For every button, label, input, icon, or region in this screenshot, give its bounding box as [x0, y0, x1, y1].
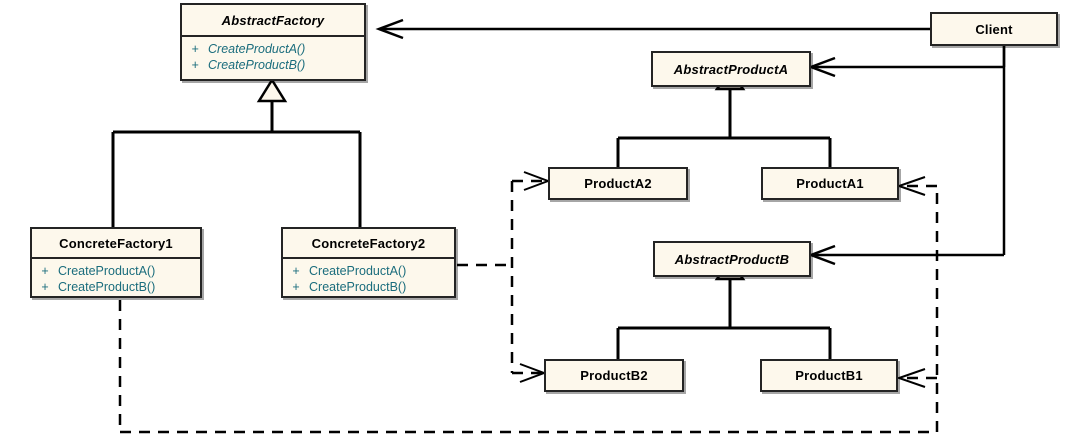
member-signature: CreateProductA(): [309, 264, 407, 278]
member-signature: CreateProductA(): [208, 42, 306, 56]
class-member: + CreateProductA(): [32, 263, 200, 279]
member-signature: CreateProductB(): [208, 58, 306, 72]
member-signature: CreateProductB(): [58, 280, 156, 294]
class-title-product-a1: ProductA1: [796, 176, 864, 191]
association-edge-client-to-abstractfactory: [375, 18, 930, 40]
class-box-product-a2[interactable]: ProductA2: [548, 167, 688, 200]
class-box-client[interactable]: Client: [930, 12, 1058, 46]
member-visibility: +: [41, 280, 49, 294]
class-title-abstract-factory: AbstractFactory: [221, 12, 325, 28]
member-signature: CreateProductA(): [58, 264, 156, 278]
class-box-concrete-factory-2[interactable]: ConcreteFactory2 + CreateProductA() + Cr…: [281, 227, 456, 298]
member-visibility: +: [41, 264, 49, 278]
class-title-concrete-factory-2: ConcreteFactory2: [311, 235, 426, 251]
class-members-abstract-factory: + CreateProductA() + CreateProductB(): [182, 35, 364, 81]
member-signature: CreateProductB(): [309, 280, 407, 294]
class-box-abstract-product-b[interactable]: AbstractProductB: [653, 241, 811, 277]
class-box-product-b2[interactable]: ProductB2: [544, 359, 684, 392]
class-member: + CreateProductA(): [283, 263, 454, 279]
class-members-concrete-factory-2: + CreateProductA() + CreateProductB(): [283, 257, 454, 298]
class-box-abstract-factory[interactable]: AbstractFactory + CreateProductA() + Cre…: [180, 3, 366, 81]
class-title-concrete-factory-1: ConcreteFactory1: [59, 235, 173, 251]
class-title-product-b1: ProductB1: [795, 368, 863, 383]
member-visibility: +: [292, 264, 300, 278]
class-title-abstract-product-b: AbstractProductB: [674, 251, 790, 267]
generalization-arrowhead-abstractfactory: [256, 77, 288, 103]
dependency-edge-concretefactory2-to-products: [457, 171, 551, 383]
class-title-abstract-product-a: AbstractProductA: [673, 61, 789, 77]
association-edge-client-to-abstractproductb: [807, 46, 1006, 266]
class-title-client: Client: [975, 21, 1013, 37]
member-visibility: +: [191, 42, 199, 56]
class-member: + CreateProductB(): [182, 57, 364, 73]
member-visibility: +: [191, 58, 199, 72]
class-member: + CreateProductB(): [283, 279, 454, 295]
class-member: + CreateProductB(): [32, 279, 200, 295]
class-box-abstract-product-a[interactable]: AbstractProductA: [651, 51, 811, 87]
class-box-concrete-factory-1[interactable]: ConcreteFactory1 + CreateProductA() + Cr…: [30, 227, 202, 298]
class-member: + CreateProductA(): [182, 41, 364, 57]
class-members-concrete-factory-1: + CreateProductA() + CreateProductB(): [32, 257, 200, 298]
class-title-product-a2: ProductA2: [584, 176, 652, 191]
association-edge-client-to-abstractproducta: [807, 46, 1006, 78]
class-box-product-a1[interactable]: ProductA1: [761, 167, 899, 200]
generalization-edge-concretefactories-to-abstractfactory: [111, 77, 362, 227]
dependency-edge-concretefactory1-to-products: [118, 176, 939, 434]
class-box-product-b1[interactable]: ProductB1: [760, 359, 898, 392]
class-title-product-b2: ProductB2: [580, 368, 648, 383]
member-visibility: +: [292, 280, 300, 294]
